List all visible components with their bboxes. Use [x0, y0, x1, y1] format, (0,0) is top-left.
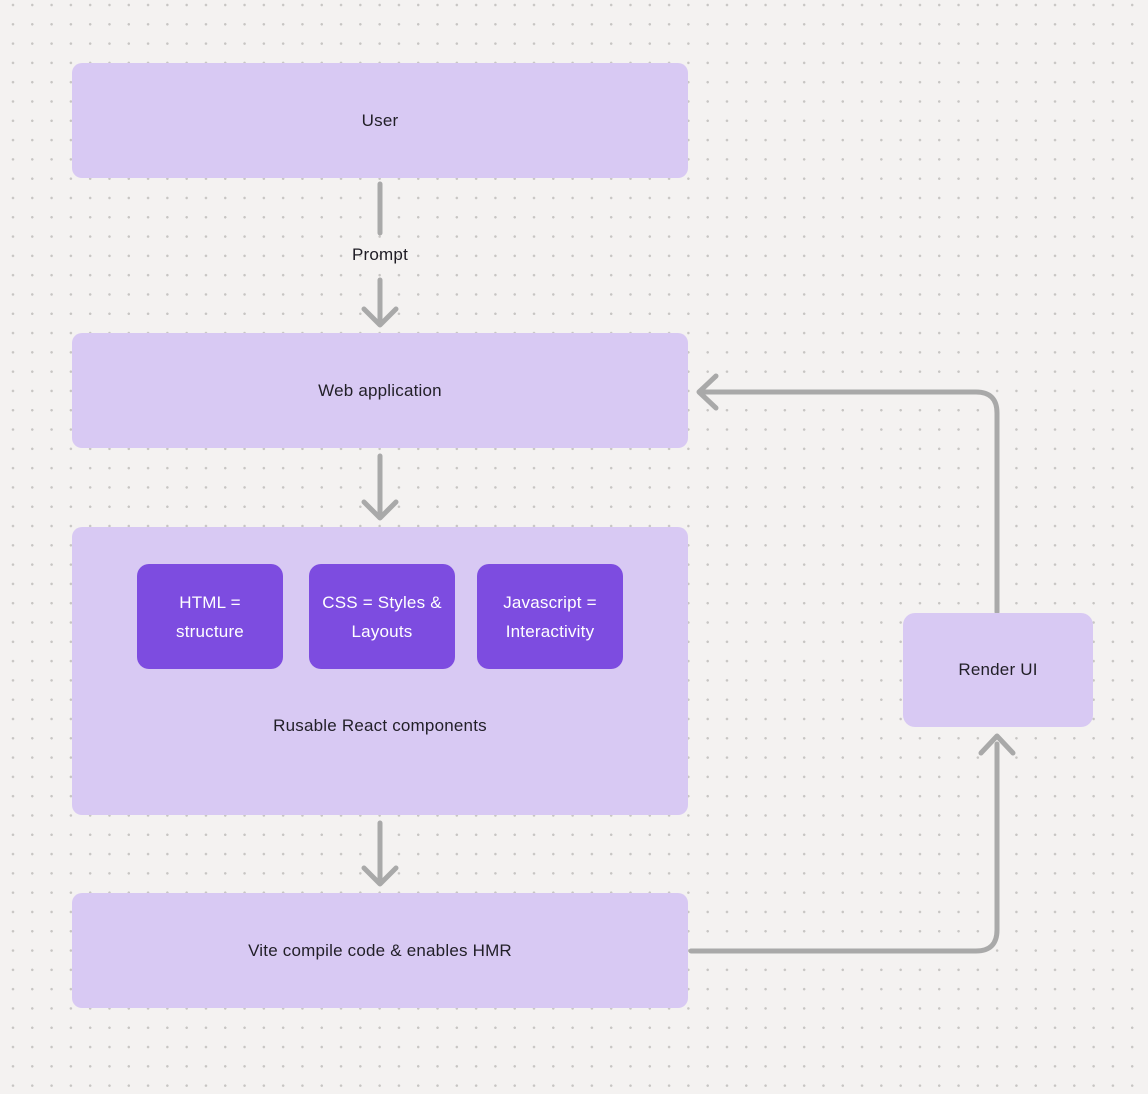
arrow-prompt-to-web-application	[361, 277, 399, 328]
user-node-label: User	[361, 110, 399, 130]
render-ui-node-label: Render UI	[958, 660, 1038, 679]
arrow-vite-to-render-ui	[688, 733, 1016, 954]
css-node-label: CSS = Styles & Layouts	[322, 592, 442, 641]
web-application-node[interactable]: Web application	[72, 333, 688, 448]
render-ui-node[interactable]: Render UI	[903, 613, 1093, 727]
html-node-label: HTML = structure	[176, 592, 244, 641]
html-node[interactable]: HTML = structure	[137, 564, 283, 669]
css-node[interactable]: CSS = Styles & Layouts	[309, 564, 455, 669]
arrow-web-application-to-components	[361, 453, 399, 521]
javascript-node-label: Javascript = Interactivity	[503, 592, 597, 641]
javascript-node[interactable]: Javascript = Interactivity	[477, 564, 623, 669]
components-group-node[interactable]: HTML = structure CSS = Styles & Layouts …	[72, 527, 688, 815]
arrow-render-ui-to-web-application	[696, 373, 1000, 615]
user-node[interactable]: User	[72, 63, 688, 178]
web-application-node-label: Web application	[318, 380, 442, 400]
vite-node[interactable]: Vite compile code & enables HMR	[72, 893, 688, 1008]
vite-node-label: Vite compile code & enables HMR	[248, 940, 512, 960]
prompt-edge-label: Prompt	[352, 245, 408, 264]
components-group-caption: Rusable React components	[273, 716, 487, 735]
arrow-components-to-vite	[361, 820, 399, 887]
